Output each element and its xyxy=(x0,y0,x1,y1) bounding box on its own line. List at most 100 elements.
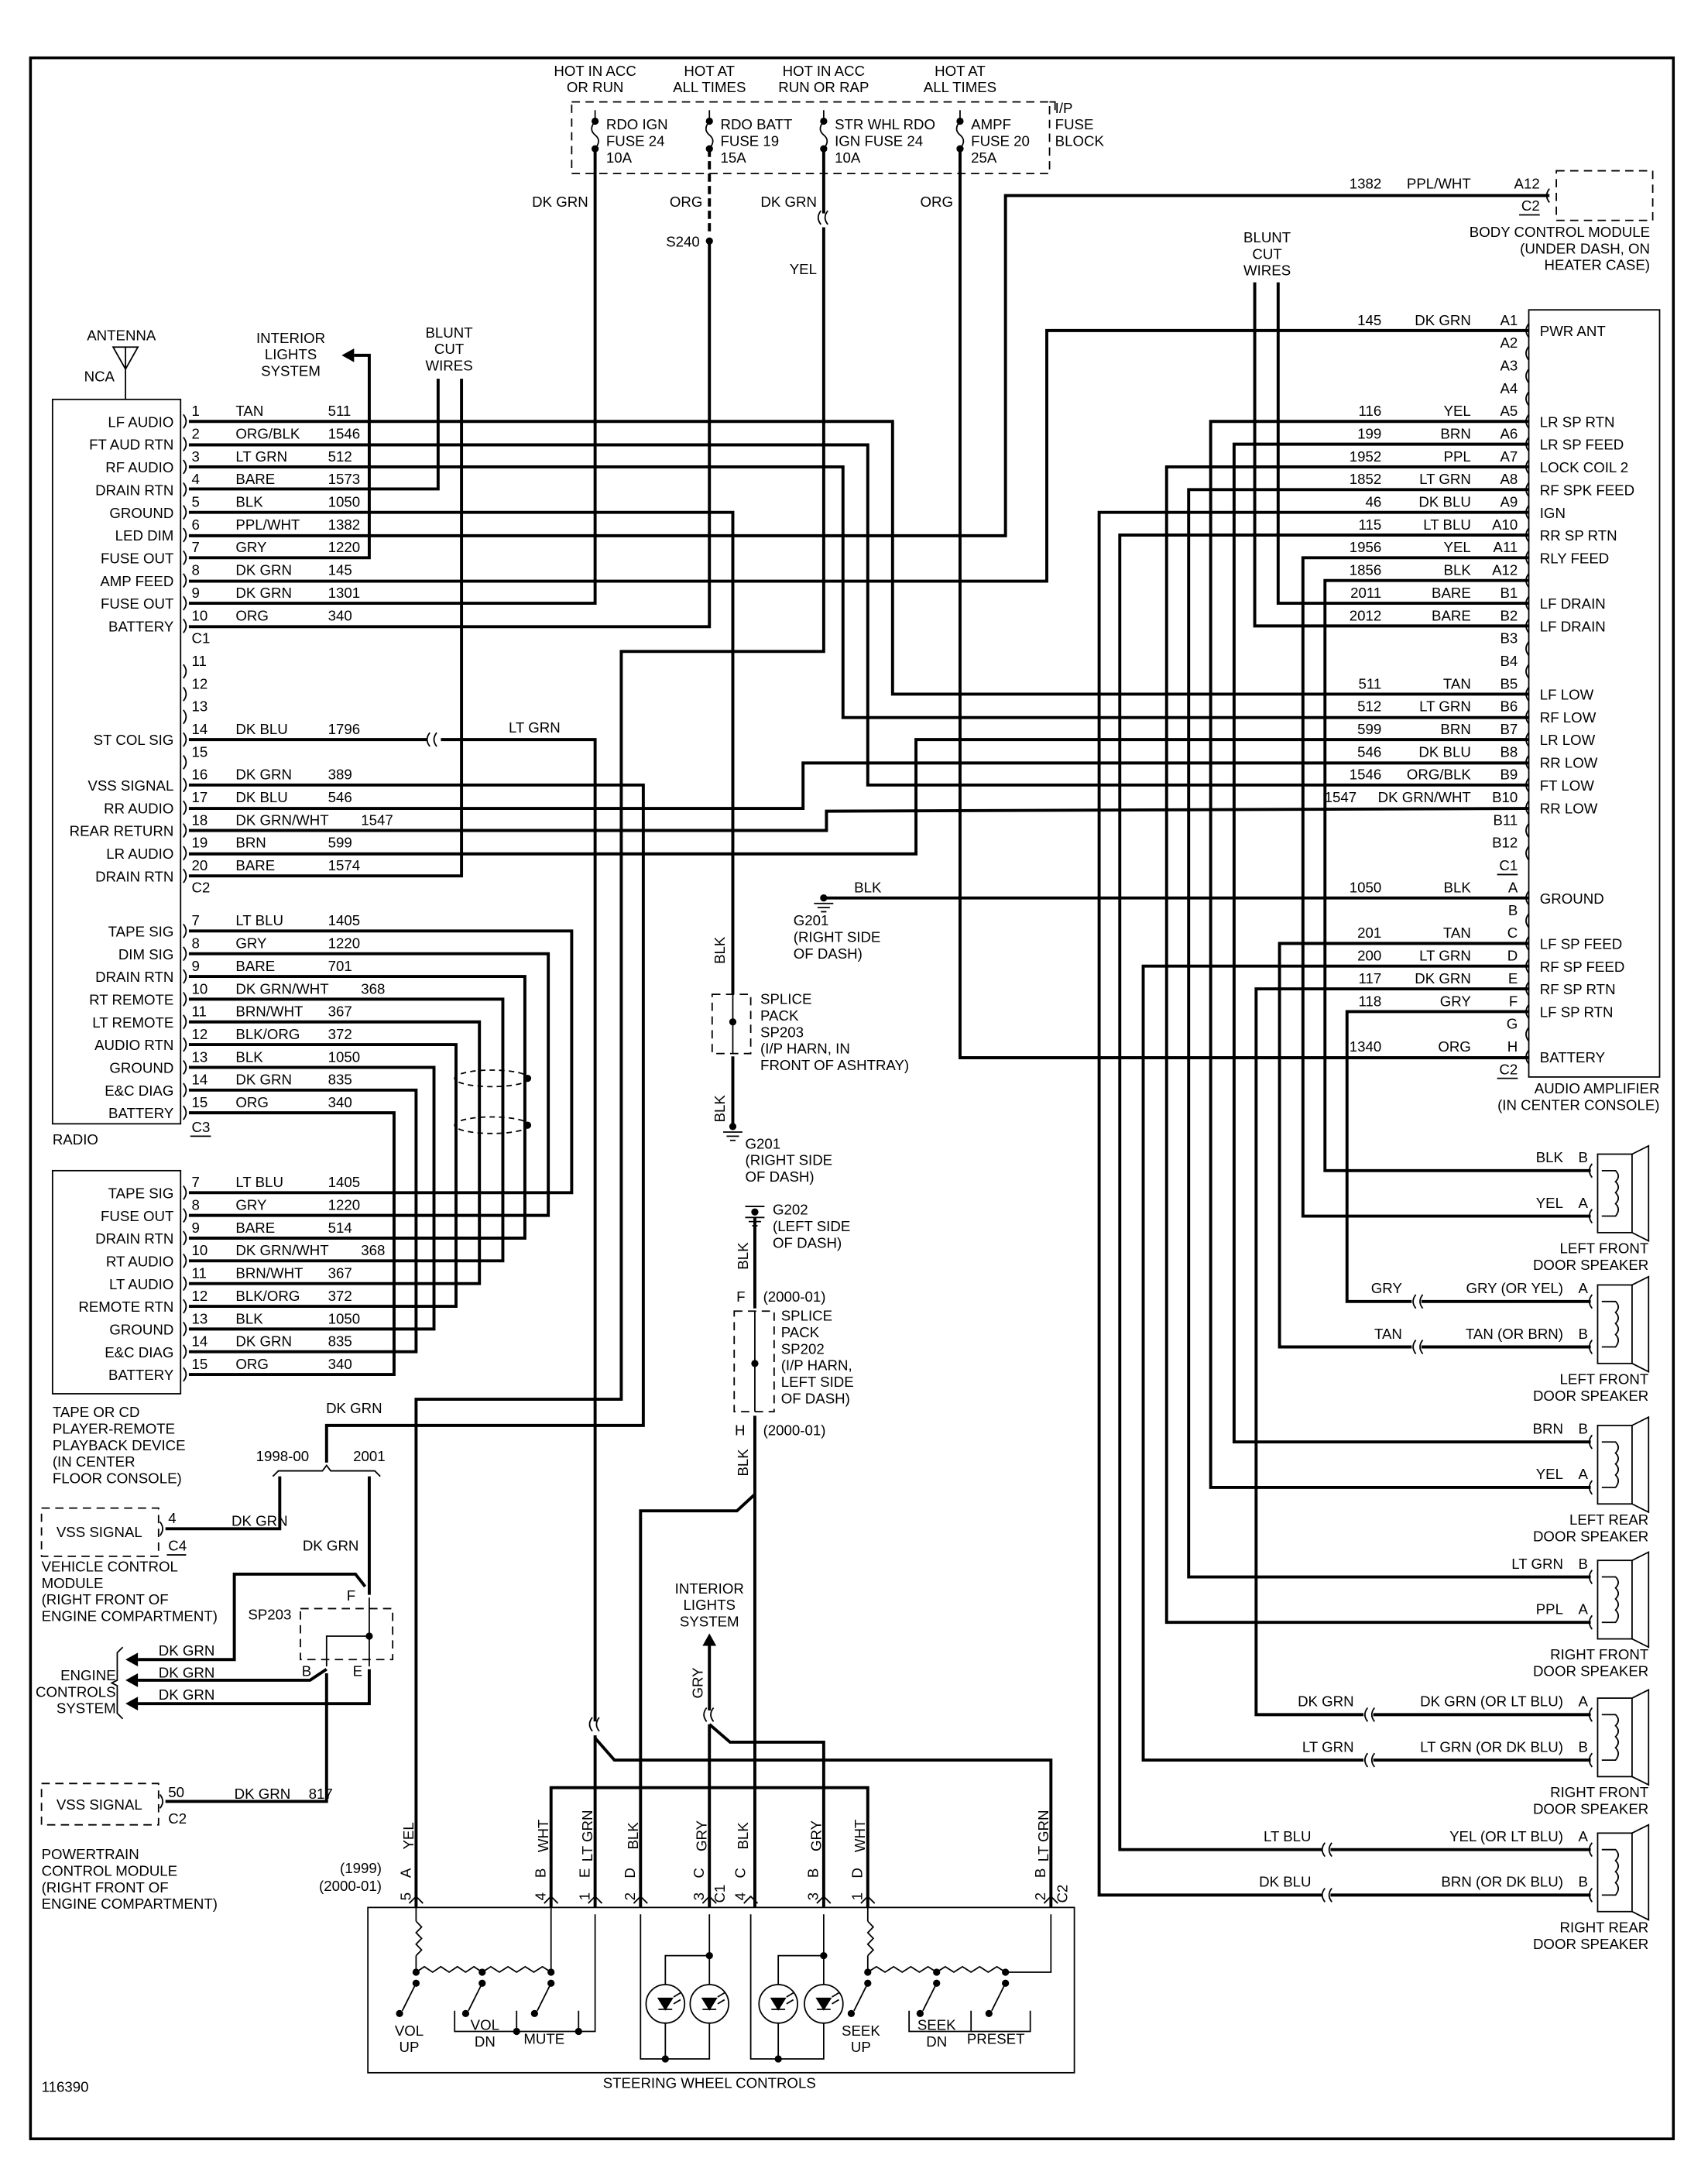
line xyxy=(1049,101,1056,111)
circuit-number: 835 xyxy=(328,1333,352,1350)
pin-function: RR LOW xyxy=(1540,755,1598,771)
antenna-label: ANTENNA xyxy=(87,327,156,343)
speaker-label: RIGHT FRONT xyxy=(1550,1784,1648,1800)
splice-sp203-label: SP203 xyxy=(760,1024,804,1040)
junction-dot xyxy=(478,1979,486,1987)
bcm-connector: C2 xyxy=(1521,197,1540,214)
harness-wire-color: LT GRN xyxy=(1302,1738,1354,1755)
sp202-years: (2000-01) xyxy=(763,1288,826,1305)
splice-sp202-label: LEFT SIDE xyxy=(781,1374,854,1390)
wire-color: ORG xyxy=(1438,1038,1471,1055)
wire-color: DK GRN xyxy=(303,1538,359,1554)
speaker-pin: B xyxy=(1579,1738,1588,1755)
amplifier-label: (IN CENTER CONSOLE) xyxy=(1497,1097,1659,1113)
junction-dot xyxy=(864,1979,872,1987)
speaker-magnet-icon xyxy=(1597,1832,1633,1913)
splice-sp203-label: SPLICE xyxy=(760,991,811,1007)
connector-pin-icon xyxy=(183,1253,187,1268)
pin-number: 15 xyxy=(191,1356,207,1372)
switch-label: VOL xyxy=(395,2023,424,2039)
connector-pin-icon xyxy=(1588,1570,1593,1584)
arrow-up-icon xyxy=(702,1633,717,1646)
harness-wire-color: DK BLU xyxy=(1259,1874,1311,1890)
switch-icon xyxy=(537,1982,552,2012)
circuit-number: 701 xyxy=(328,958,352,974)
junction-dot xyxy=(774,2055,782,2063)
pin-number: A12 xyxy=(1492,562,1518,578)
pin-function: RF SP FEED xyxy=(1540,959,1625,975)
wire-tape-10 xyxy=(188,997,505,1263)
years-label: 1998-00 xyxy=(256,1448,309,1464)
speaker-cone-icon xyxy=(1631,1688,1650,1786)
pin-number: 3 xyxy=(691,1892,707,1900)
pin-number: 12 xyxy=(191,675,207,691)
circuit-number: 200 xyxy=(1357,948,1381,964)
wire-lf-sp-feed xyxy=(1278,942,1529,1349)
connector-pin-icon xyxy=(1525,664,1530,679)
wire-color: YEL xyxy=(1444,403,1471,419)
speaker-coil-icon xyxy=(1601,1441,1620,1488)
connector-pin-icon xyxy=(183,755,187,770)
connector-pin-icon xyxy=(183,868,187,883)
circuit-number: 1050 xyxy=(328,1048,361,1065)
wire-engine-1 xyxy=(138,1573,367,1662)
splice-sp202-label: SPLICE xyxy=(781,1308,832,1324)
wire-color: PPL xyxy=(1444,448,1471,465)
fuse-block-label: I/P xyxy=(1055,100,1073,116)
speaker-pin: A xyxy=(1579,1693,1589,1710)
blunt-cut-label: BLUNT xyxy=(425,324,472,341)
pin-function: GROUND xyxy=(109,1321,173,1337)
pin-function: BATTERY xyxy=(108,1105,174,1121)
connector-pin-icon xyxy=(183,413,187,429)
pin-number: 1 xyxy=(849,1892,866,1900)
bcm-label: BODY CONTROL MODULE xyxy=(1470,224,1650,240)
circuit-number: 116 xyxy=(1358,403,1381,419)
vss-signal-box-pcm xyxy=(40,1782,159,1826)
wire-tape-14 xyxy=(188,1088,418,1354)
junction-dot xyxy=(412,1979,420,1987)
pin-function: LR SP RTN xyxy=(1540,413,1615,430)
connector-label: C2 xyxy=(168,1810,187,1827)
pin-number: 14 xyxy=(191,1333,207,1350)
inline-connector-icon xyxy=(1412,1294,1424,1309)
connector-pin-icon xyxy=(633,1895,648,1904)
connector-pin-icon xyxy=(1525,846,1530,861)
pin-number: 10 xyxy=(191,980,207,997)
wire-color: DK GRN/WHT xyxy=(235,811,328,828)
pin-function: VSS SIGNAL xyxy=(87,777,173,794)
pin-number: 9 xyxy=(191,1220,199,1236)
wire-ltgrn-2b xyxy=(594,1737,1053,1908)
pin-number: 3 xyxy=(805,1892,821,1900)
pin-function: LR AUDIO xyxy=(106,846,173,862)
wire-blk-2d xyxy=(639,1493,756,1908)
wire-color: BLK xyxy=(1444,880,1472,896)
connector-pin-icon xyxy=(183,823,187,838)
wire-lf-sp-rtn xyxy=(1345,1010,1529,1303)
wire-color: ORG xyxy=(235,1094,269,1110)
circuit-number: 1220 xyxy=(328,1197,361,1213)
connector-pin-icon xyxy=(183,709,187,725)
g201-radio-label: (RIGHT SIDE xyxy=(745,1152,832,1168)
wire-rly-feed xyxy=(1301,556,1591,1218)
wire-gry-3b xyxy=(708,1723,825,1908)
amplifier-label: AUDIO AMPLIFIER xyxy=(1535,1080,1660,1096)
pcm-label: (RIGHT FRONT OF xyxy=(42,1879,169,1896)
circuit-number: 1220 xyxy=(328,539,361,555)
pin-function: LT REMOTE xyxy=(92,1014,173,1031)
pin-function: IGN xyxy=(1540,505,1566,521)
pin-number: A2 xyxy=(1500,335,1518,351)
pin-function: E&C DIAG xyxy=(105,1082,173,1099)
wire-ampf xyxy=(958,149,1529,1059)
inline-connector-icon xyxy=(1321,1842,1332,1858)
circuit-number: 2011 xyxy=(1350,585,1381,601)
pin-number: A9 xyxy=(1500,494,1518,510)
splice-sp203-label: PACK xyxy=(760,1007,799,1024)
line xyxy=(664,2023,711,2060)
wire-color: DK BLU xyxy=(1418,494,1470,510)
circuit-number: 1340 xyxy=(1350,1038,1382,1055)
switch-icon xyxy=(468,1982,483,2012)
connector-pin-icon xyxy=(183,800,187,815)
pin-number: 9 xyxy=(191,958,199,974)
wire-color: LT GRN xyxy=(1035,1810,1051,1862)
g202-label: (LEFT SIDE xyxy=(773,1218,850,1234)
